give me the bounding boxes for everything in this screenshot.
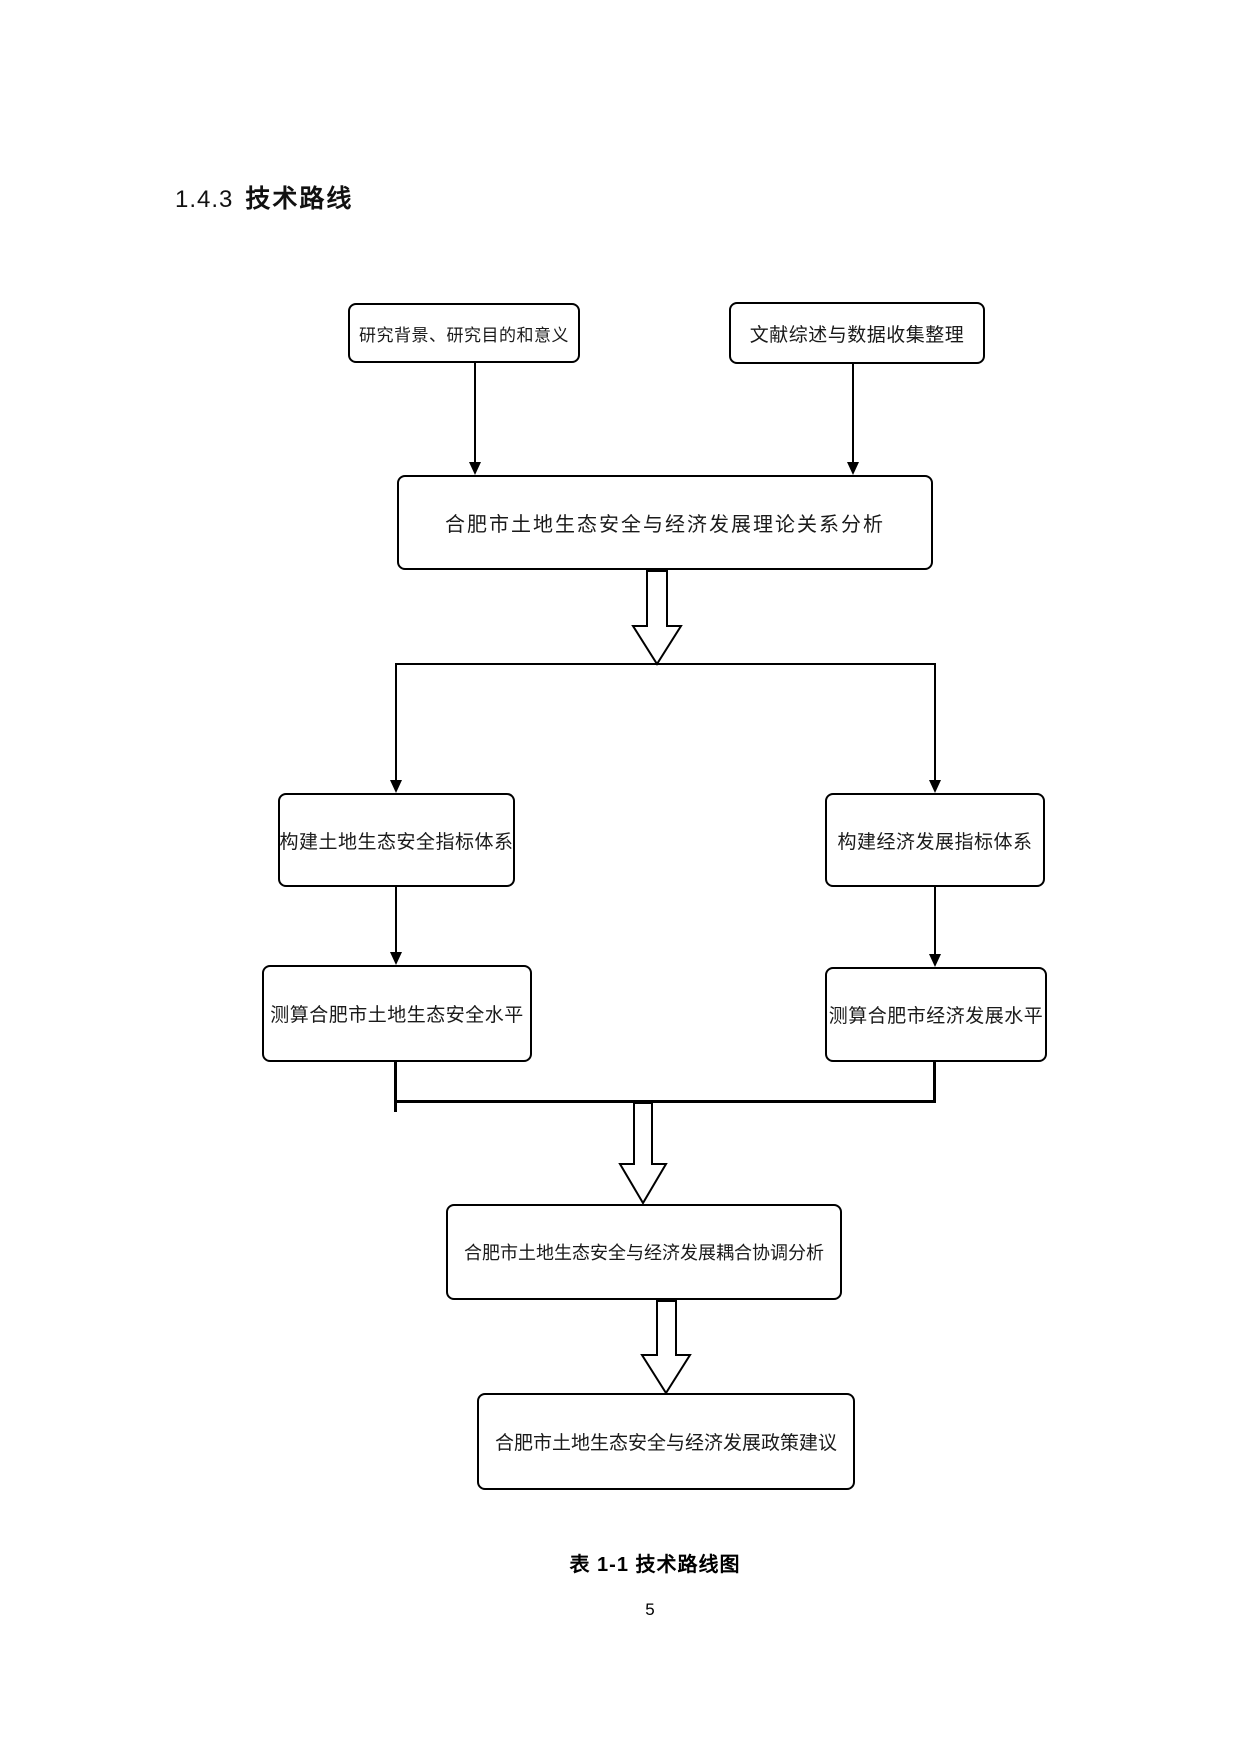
flow-node-theory-analysis: 合肥市土地生态安全与经济发展理论关系分析 (397, 475, 933, 570)
merge-line-horizontal (394, 1100, 936, 1103)
flow-node-research-background: 研究背景、研究目的和意义 (348, 303, 580, 363)
section-heading: 1.4.3 技术路线 (175, 184, 353, 215)
arrowhead-land-index-to-level (390, 952, 402, 965)
arrowhead-research-to-theory (469, 462, 481, 475)
merge-line-right (933, 1062, 936, 1103)
flow-node-policy-suggestions: 合肥市土地生态安全与经济发展政策建议 (477, 1393, 855, 1490)
section-number: 1.4.3 (175, 186, 234, 213)
arrowhead-economic-index-to-level (929, 954, 941, 967)
hollow-down-arrow-2 (618, 1102, 668, 1205)
flow-node-coupling-analysis: 合肥市土地生态安全与经济发展耦合协调分析 (446, 1204, 842, 1300)
arrowhead-literature-to-theory (847, 462, 859, 475)
flow-node-economic-level: 测算合肥市经济发展水平 (825, 967, 1047, 1062)
arrow-line-literature-to-theory (852, 364, 854, 463)
section-title: 技术路线 (245, 185, 354, 213)
arrow-line-land-index-to-level (395, 887, 397, 953)
flow-node-land-security-level: 测算合肥市土地生态安全水平 (262, 965, 532, 1062)
arrow-line-research-to-theory (474, 363, 476, 463)
hollow-down-arrow-1 (631, 570, 683, 666)
arrow-line-economic-index-to-level (934, 887, 936, 955)
figure-caption: 表 1-1 技术路线图 (569, 1554, 741, 1576)
arrow-line-branch-left (395, 664, 397, 781)
merge-line-left (394, 1062, 397, 1112)
arrow-line-branch-right (934, 664, 936, 781)
hollow-down-arrow-3 (640, 1300, 692, 1395)
branch-split-line (395, 663, 936, 665)
page-number: 5 (645, 1600, 655, 1619)
flow-node-literature-review: 文献综述与数据收集整理 (729, 302, 985, 364)
flow-node-land-index-system: 构建土地生态安全指标体系 (278, 793, 515, 887)
arrowhead-branch-right (929, 780, 941, 793)
flow-node-economic-index-system: 构建经济发展指标体系 (825, 793, 1045, 887)
arrowhead-branch-left (390, 780, 402, 793)
